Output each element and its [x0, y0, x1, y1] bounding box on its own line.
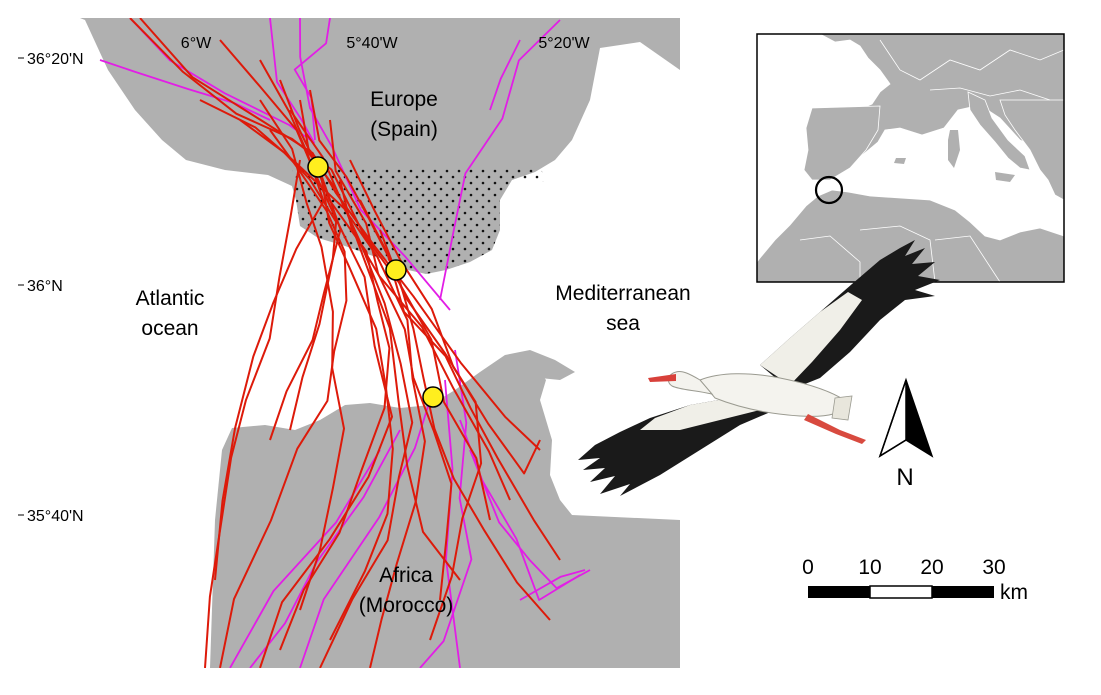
main-map	[80, 18, 680, 668]
stork-track	[219, 129, 348, 668]
scale-unit: km	[1000, 581, 1028, 604]
stork-track	[259, 99, 345, 611]
stork-track	[293, 18, 331, 141]
label-morocco: (Morocco)	[359, 594, 454, 617]
stork-track	[309, 89, 561, 561]
stork-track	[349, 159, 541, 475]
scale-bar	[808, 585, 994, 599]
white-stork-icon	[578, 240, 940, 496]
scale-tick-30: 30	[982, 556, 1005, 579]
stork-track	[419, 349, 473, 668]
lon-label-6w: 6°W	[181, 35, 212, 52]
location-marker-3	[422, 386, 444, 408]
scale-tick-0: 0	[802, 556, 814, 579]
stork-track	[214, 59, 325, 581]
scale-tick-20: 20	[920, 556, 943, 579]
label-mediterranean: Mediterranean	[555, 282, 690, 305]
label-ocean: ocean	[141, 317, 198, 340]
circle-marker-icon	[814, 175, 844, 205]
north-arrow-icon	[878, 377, 934, 458]
location-marker-1	[307, 156, 329, 178]
stork-track	[99, 59, 271, 121]
lon-label-540w: 5°40'W	[346, 35, 398, 52]
label-spain: (Spain)	[370, 118, 438, 141]
label-sea: sea	[606, 312, 640, 335]
lat-label-36n: 36°N	[27, 278, 63, 295]
stork-track	[129, 18, 491, 521]
label-atlantic: Atlantic	[136, 287, 205, 310]
inset-map	[756, 33, 1065, 283]
stork-track	[489, 39, 521, 111]
stork-track	[289, 109, 426, 668]
stork-track	[379, 229, 551, 621]
lon-label-520w: 5°20'W	[538, 35, 590, 52]
lat-label-3540n: 35°40'N	[27, 508, 84, 525]
ceuta-land	[505, 350, 575, 380]
spain-land	[80, 18, 680, 274]
north-label: N	[896, 464, 913, 491]
scale-tick-10: 10	[858, 556, 881, 579]
stork-track	[519, 569, 586, 601]
label-europe: Europe	[370, 88, 438, 111]
stork-track	[299, 99, 414, 668]
stork-track	[439, 19, 561, 301]
stork-tracks	[99, 18, 591, 668]
stork-track	[229, 449, 381, 668]
stork-track	[139, 18, 541, 451]
stork-track	[469, 449, 591, 590]
lat-label-3620n: 36°20'N	[27, 51, 84, 68]
stork-track	[204, 159, 301, 668]
stork-track	[279, 149, 391, 651]
location-marker-2	[385, 259, 407, 281]
label-africa: Africa	[379, 564, 433, 587]
stork-track	[299, 399, 431, 668]
morocco-land	[210, 355, 680, 668]
stork-track	[329, 119, 453, 601]
